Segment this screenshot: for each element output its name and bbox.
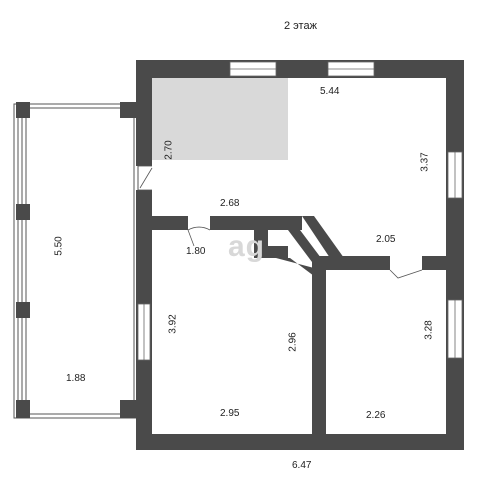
dim-right-room-width: 2.26 — [366, 410, 386, 421]
dim-upper-right-height: 3.37 — [419, 152, 431, 172]
dim-balcony-width: 1.88 — [66, 373, 86, 384]
shaded-room-area — [152, 78, 288, 160]
balcony-frame — [13, 103, 139, 419]
dim-top-width: 5.44 — [320, 86, 340, 97]
floor-title: 2 этаж — [284, 20, 317, 32]
interior-walls — [152, 216, 446, 436]
balcony-posts — [16, 102, 136, 418]
dim-upper-left-height: 2.70 — [163, 140, 175, 160]
dim-balcony-height: 5.50 — [53, 236, 65, 256]
dim-right-room-height: 3.28 — [423, 320, 435, 340]
dim-right-room-width-top: 2.05 — [376, 234, 396, 245]
dim-left-room-offset: 1.80 — [186, 246, 206, 257]
dim-overall-width: 6.47 — [292, 460, 312, 471]
dim-left-room-width: 2.95 — [220, 408, 240, 419]
dim-middle-height: 2.96 — [287, 332, 299, 352]
dim-corridor-width: 2.68 — [220, 198, 240, 209]
dim-left-room-height: 3.92 — [167, 314, 179, 334]
door-swings — [138, 165, 423, 279]
windows — [137, 61, 463, 361]
watermark: ag — [228, 230, 266, 263]
